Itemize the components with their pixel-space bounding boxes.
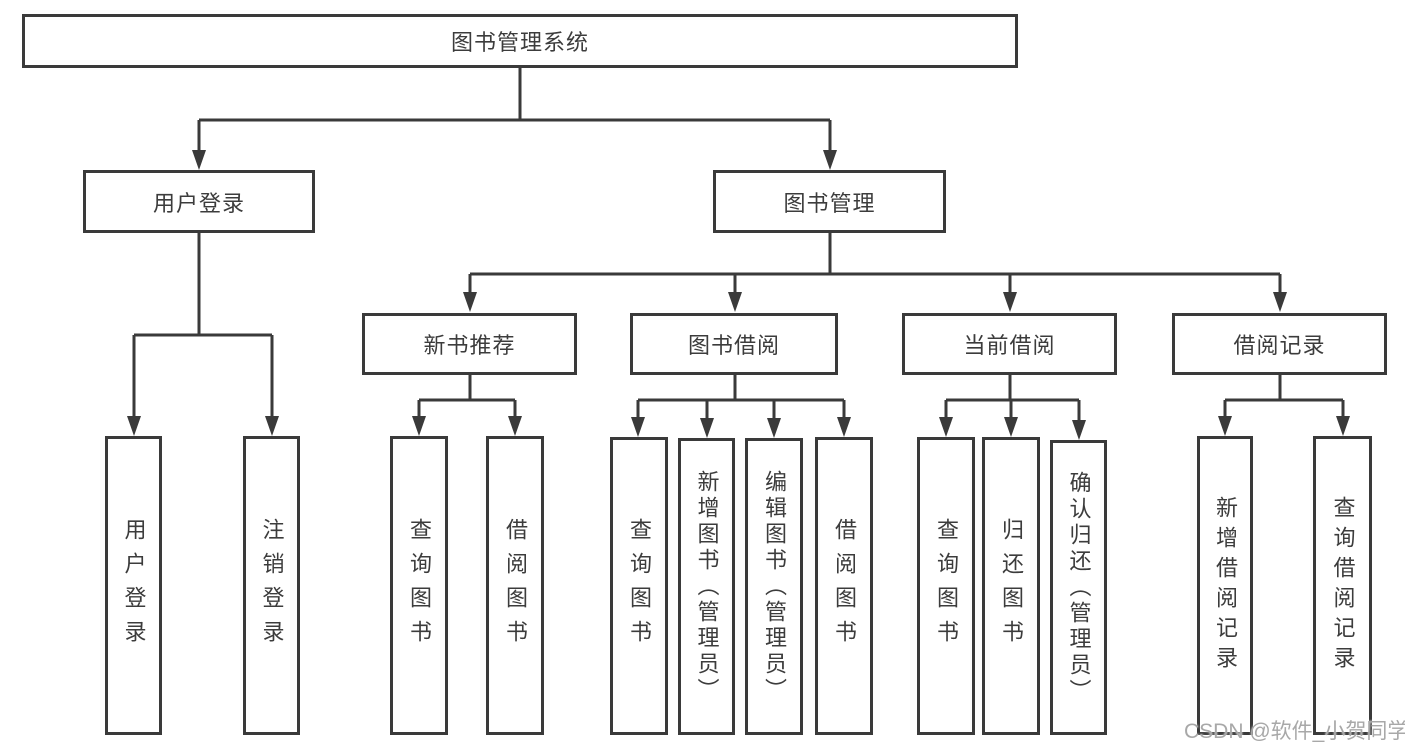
node-leaf-nbr-query-books: 查询图书 [390,436,448,735]
node-leaf-nbr-borrow-books-label: 借阅图书 [503,517,528,654]
arrowhead [463,292,477,312]
node-leaf-cb-return-books-label: 归还图书 [999,518,1024,654]
node-leaf-bb-borrow-books-label: 借阅图书 [832,518,857,654]
node-leaf-bb-add-books-label: 新增图书（管理员） [694,469,720,704]
node-leaf-br-query-record-label: 查询借阅记录 [1330,495,1356,676]
connector-borrow-records-to-leaves [1223,375,1345,418]
arrowhead [412,416,426,436]
node-leaf-cb-confirm-return-label: 确认归还（管理员） [1066,470,1092,705]
node-book-borrow: 图书借阅 [630,313,838,375]
node-leaf-user-login: 用户登录 [105,436,162,735]
node-leaf-br-add-record-label: 新增借阅记录 [1213,495,1238,676]
node-leaf-cb-query-books: 查询图书 [917,437,975,735]
arrowhead [1218,416,1232,436]
connector-book-borrow-to-leaves [636,375,846,420]
arrowhead [837,417,851,437]
connector-root-to-level2 [197,68,832,152]
arrowhead [1273,292,1287,312]
node-root: 图书管理系统 [22,14,1018,68]
node-leaf-cb-return-books: 归还图书 [982,437,1040,735]
node-leaf-cb-query-books-label: 查询图书 [934,518,959,654]
node-user-login: 用户登录 [83,170,315,233]
node-leaf-nbr-borrow-books: 借阅图书 [486,436,544,735]
arrowhead [939,417,953,437]
arrowhead [127,416,141,436]
arrowhead [823,150,837,170]
node-book-management: 图书管理 [713,170,946,233]
arrowhead [1336,416,1350,436]
csdn-watermark: CSDN @软件_小贺同学 [1184,720,1405,743]
node-borrow-records: 借阅记录 [1172,313,1387,375]
arrowhead [508,416,522,436]
node-leaf-br-query-record: 查询借阅记录 [1313,436,1372,735]
node-leaf-bb-edit-books: 编辑图书（管理员） [745,438,803,735]
connector-user-login-to-leaves [132,233,274,418]
arrowhead [767,418,781,438]
node-leaf-bb-query-books-label: 查询图书 [627,518,652,654]
node-leaf-bb-add-books: 新增图书（管理员） [678,438,735,735]
arrowhead [728,292,742,312]
arrowhead [1004,417,1018,437]
node-leaf-cb-confirm-return: 确认归还（管理员） [1050,440,1107,735]
arrowhead [192,150,206,170]
arrowhead [700,418,714,438]
arrowhead [631,417,645,437]
node-leaf-bb-borrow-books: 借阅图书 [815,437,873,735]
connector-new-book-recommend-to-leaves [417,375,517,418]
node-leaf-bb-edit-books-label: 编辑图书（管理员） [762,469,787,704]
node-leaf-br-add-record: 新增借阅记录 [1197,436,1253,735]
connector-current-borrow-to-leaves [944,375,1081,422]
node-leaf-nbr-query-books-label: 查询图书 [407,517,432,654]
connector-book-management-to-level3 [468,233,1282,294]
node-current-borrow: 当前借阅 [902,313,1117,375]
arrowhead [1072,420,1086,440]
node-leaf-logout: 注销登录 [243,436,300,735]
arrowhead [265,416,279,436]
node-new-book-recommend: 新书推荐 [362,313,577,375]
arrowhead [1003,292,1017,312]
node-leaf-user-login-label: 用户登录 [121,517,147,654]
node-leaf-logout-label: 注销登录 [259,517,285,654]
node-leaf-bb-query-books: 查询图书 [610,437,668,735]
